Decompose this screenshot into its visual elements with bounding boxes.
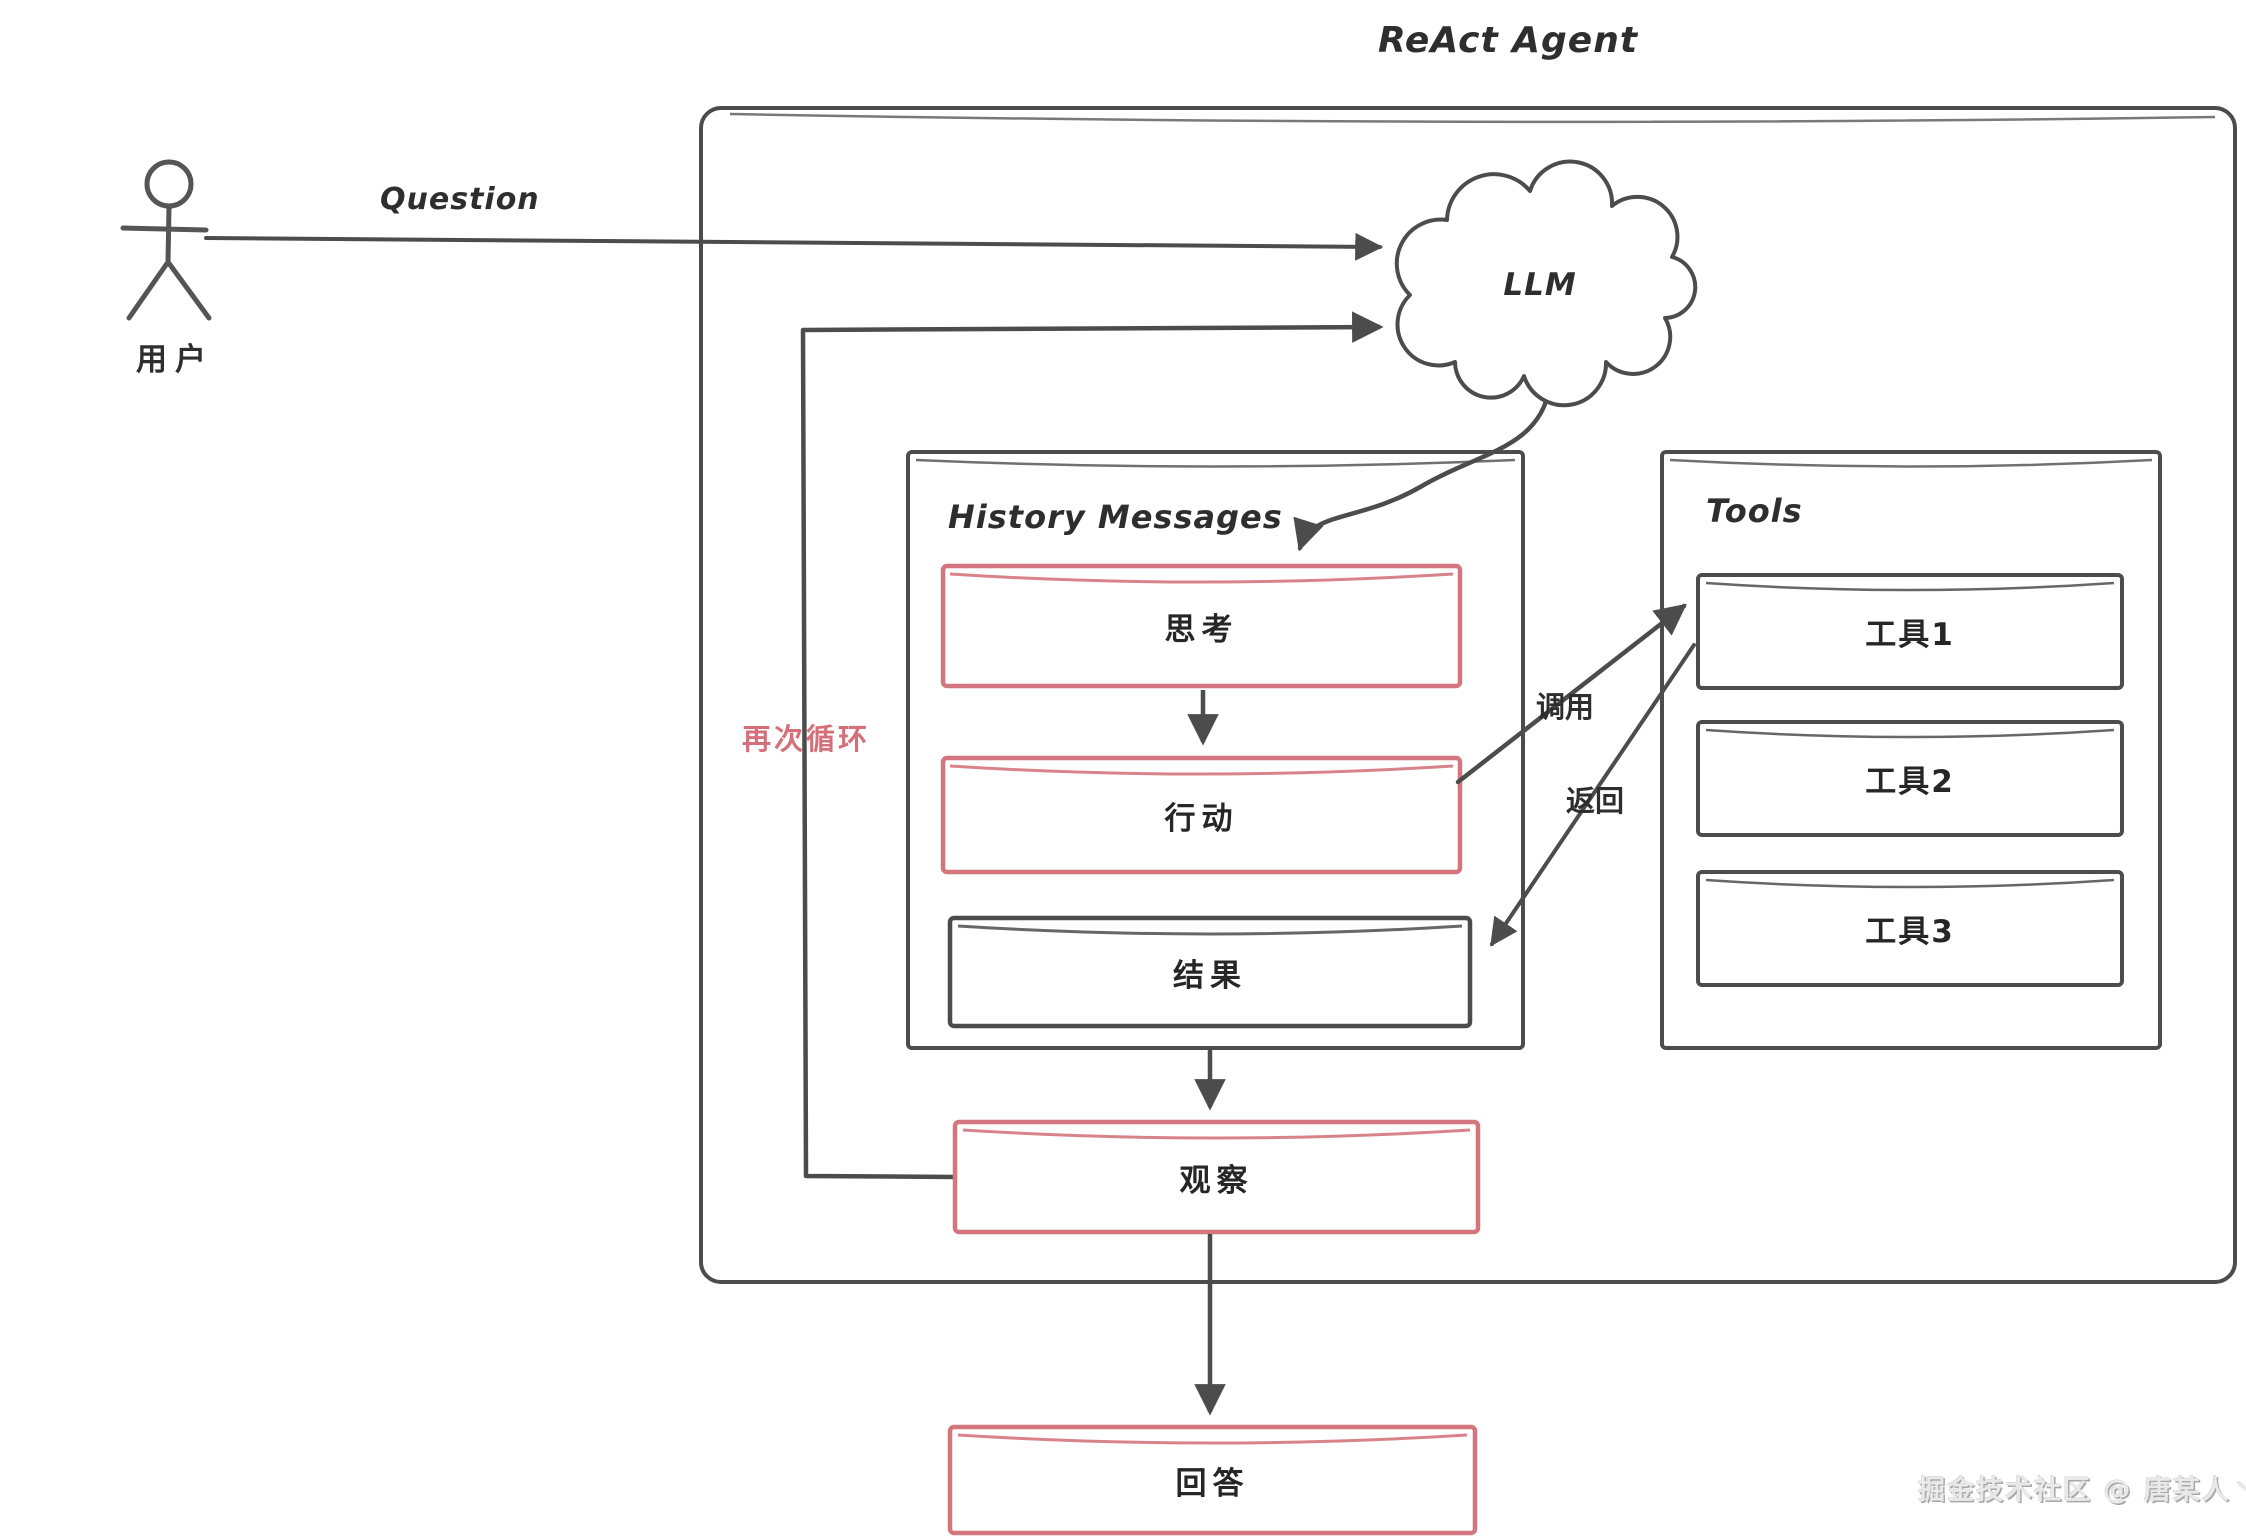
history-container-sketch-line: [915, 458, 1516, 468]
tool1-box-sketch-line: [1705, 581, 2115, 592]
action-box: [940, 755, 1463, 875]
user-actor-label: 用户: [136, 342, 214, 378]
action-box-sketch-line: [949, 764, 1454, 776]
think-box-sketch-line: [949, 572, 1454, 584]
return-arrow: [1490, 643, 1696, 947]
question-arrow: [204, 232, 1384, 261]
llm-cloud: [1394, 159, 1698, 408]
llm-to-think-arrow: [1293, 381, 1553, 552]
tools-container-sketch-line: [1669, 458, 2153, 468]
agent-boundary-sketch-line: [729, 112, 2216, 124]
tool3-box-label: 工具3: [1865, 914, 1955, 950]
tool2-box: [1696, 720, 2124, 837]
tool3-box: [1696, 870, 2124, 987]
answer-box-sketch-line: [957, 1433, 1468, 1445]
question-arrow-label: Question: [380, 182, 540, 217]
tool2-box-label: 工具2: [1865, 764, 1955, 800]
think-box-label: 思考: [1164, 611, 1239, 648]
loop-path: [800, 311, 1384, 1180]
think-box: [940, 563, 1463, 689]
tool1-box-label: 工具1: [1865, 617, 1955, 653]
return-arrow-label: 返回: [1566, 784, 1625, 818]
observe-box-sketch-line: [962, 1128, 1471, 1140]
watermark: 掘金技术社区 @ 唐某人丶: [1918, 1475, 2246, 1506]
diagram-title: ReAct Agent: [1378, 20, 1639, 61]
tools-title: Tools: [1706, 492, 1803, 530]
answer-box-label: 回答: [1175, 1465, 1250, 1502]
tool2-box-sketch-line: [1705, 728, 2115, 739]
result-box: [947, 915, 1473, 1029]
tool1-box: [1696, 573, 2124, 690]
result-box-sketch-line: [957, 924, 1463, 936]
agent-boundary-box: [699, 106, 2237, 1284]
user-stick-figure-icon: [120, 159, 212, 321]
call-arrow: [1455, 603, 1687, 785]
action-box-label: 行动: [1164, 800, 1239, 837]
result-box-label: 结果: [1173, 957, 1247, 994]
history-messages-title: History Messages: [948, 498, 1283, 536]
observe-box-label: 观察: [1179, 1162, 1254, 1199]
loop-again-label: 再次循环: [742, 722, 871, 756]
call-arrow-label: 调用: [1536, 690, 1595, 724]
tool3-box-sketch-line: [1705, 878, 2115, 889]
answer-box: [947, 1424, 1478, 1536]
observe-box: [952, 1119, 1481, 1235]
llm-cloud-label: LLM: [1503, 267, 1577, 303]
